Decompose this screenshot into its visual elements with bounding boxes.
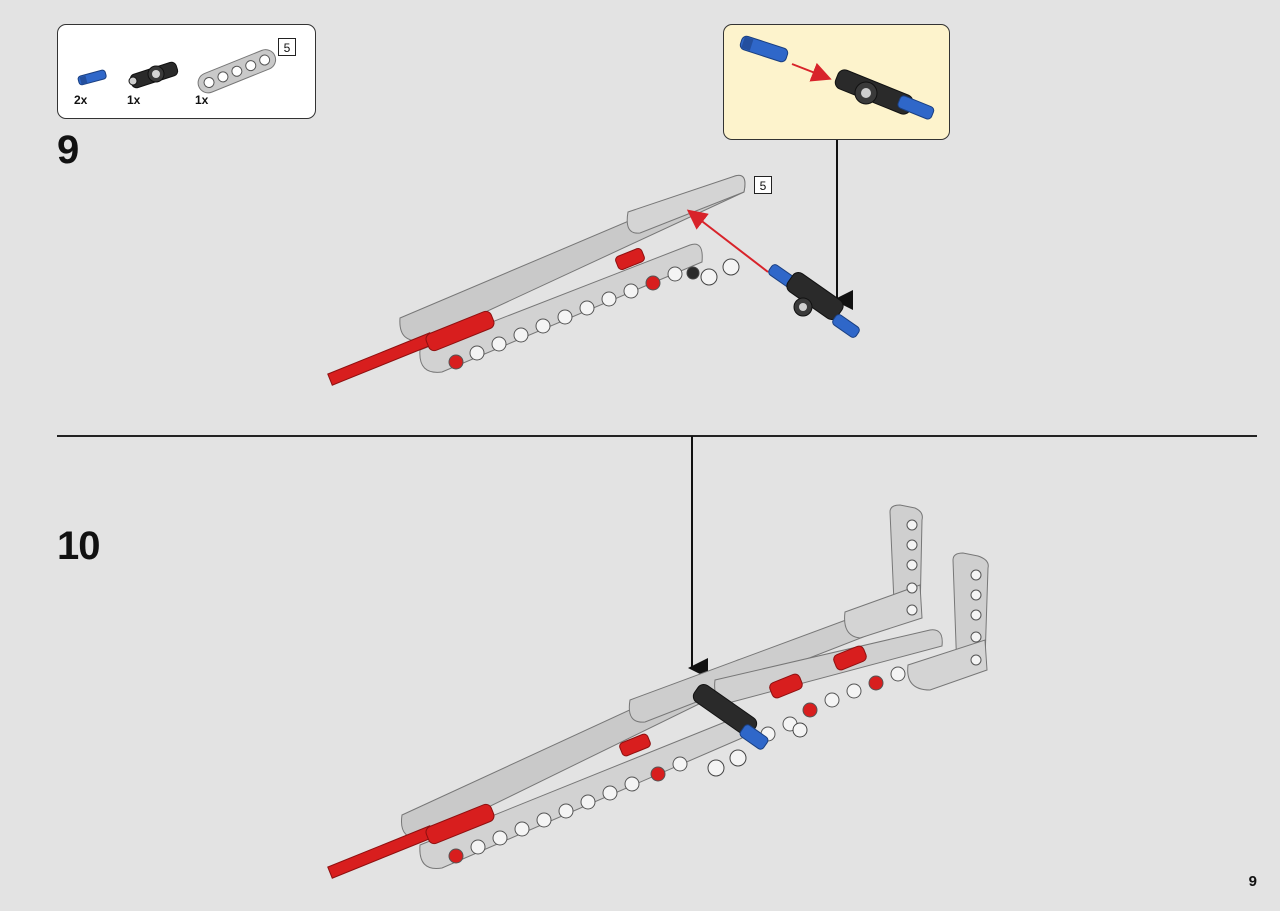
- step-number-9: 9: [57, 128, 79, 172]
- step9-assembly: [327, 174, 860, 386]
- beam-length-label: 5: [278, 38, 296, 56]
- part-quantity-blue-pin: 2x: [74, 93, 88, 107]
- callout-insert-arrow: [791, 62, 832, 82]
- cross-connector-icon: [128, 61, 179, 89]
- blue-pin-icon: [77, 69, 107, 86]
- step9-beam-length-label: 5: [754, 176, 772, 194]
- callout-connector-icon: [834, 69, 935, 120]
- callout-blue-pin-icon: [739, 35, 789, 63]
- grey-beam-icon: [197, 49, 277, 94]
- step-divider: [57, 435, 1257, 437]
- part-quantity-beam: 1x: [195, 93, 209, 107]
- step-number-10: 10: [57, 524, 100, 568]
- step10-assembly: [327, 504, 989, 879]
- part-quantity-connector: 1x: [127, 93, 141, 107]
- page-number: 9: [1248, 873, 1257, 890]
